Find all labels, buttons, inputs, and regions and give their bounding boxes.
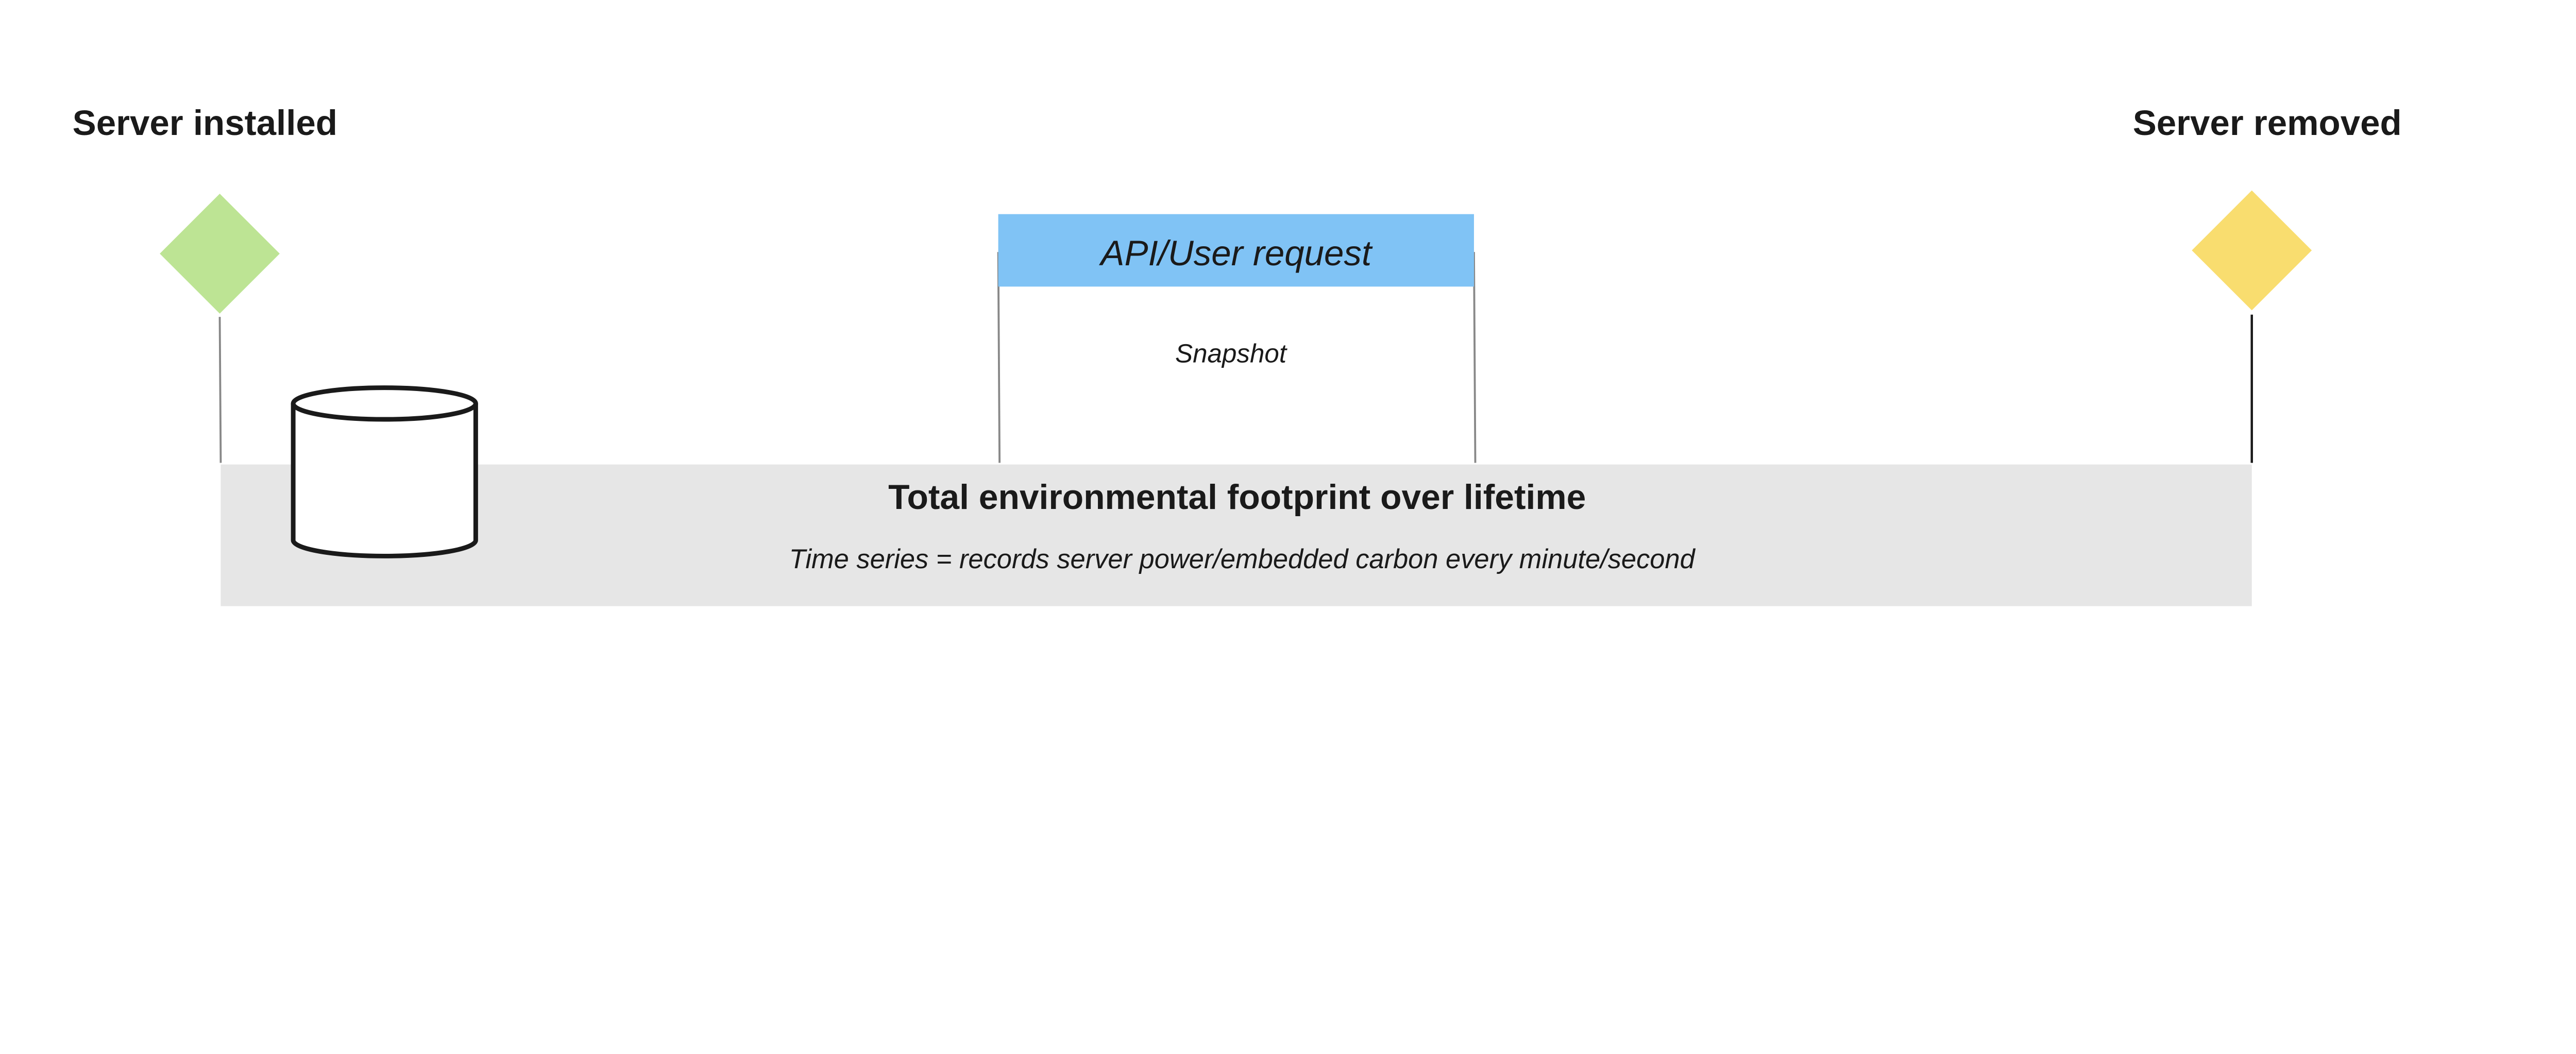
- snapshot-label: Snapshot: [1175, 338, 1287, 368]
- server-installed-label: Server installed: [73, 103, 337, 143]
- api-user-request-box: [998, 214, 1474, 287]
- request-left-connector: [997, 252, 1001, 463]
- server-removed-label: Server removed: [2133, 103, 2402, 143]
- lifetime-title: Total environmental footprint over lifet…: [888, 478, 1586, 517]
- server-installed-connector: [218, 317, 222, 463]
- lifetime-band: [221, 464, 2252, 606]
- server-removed-diamond: [2192, 190, 2312, 311]
- request-right-connector: [1473, 252, 1477, 463]
- database-cylinder-icon: [291, 385, 478, 558]
- api-user-request-label: API/User request: [1098, 233, 1373, 273]
- lifecycle-diagram: Server installed API/User request Snapsh…: [73, 103, 2402, 606]
- lifetime-subtitle: Time series = records server power/embed…: [789, 545, 1696, 574]
- server-installed-diamond: [160, 194, 280, 314]
